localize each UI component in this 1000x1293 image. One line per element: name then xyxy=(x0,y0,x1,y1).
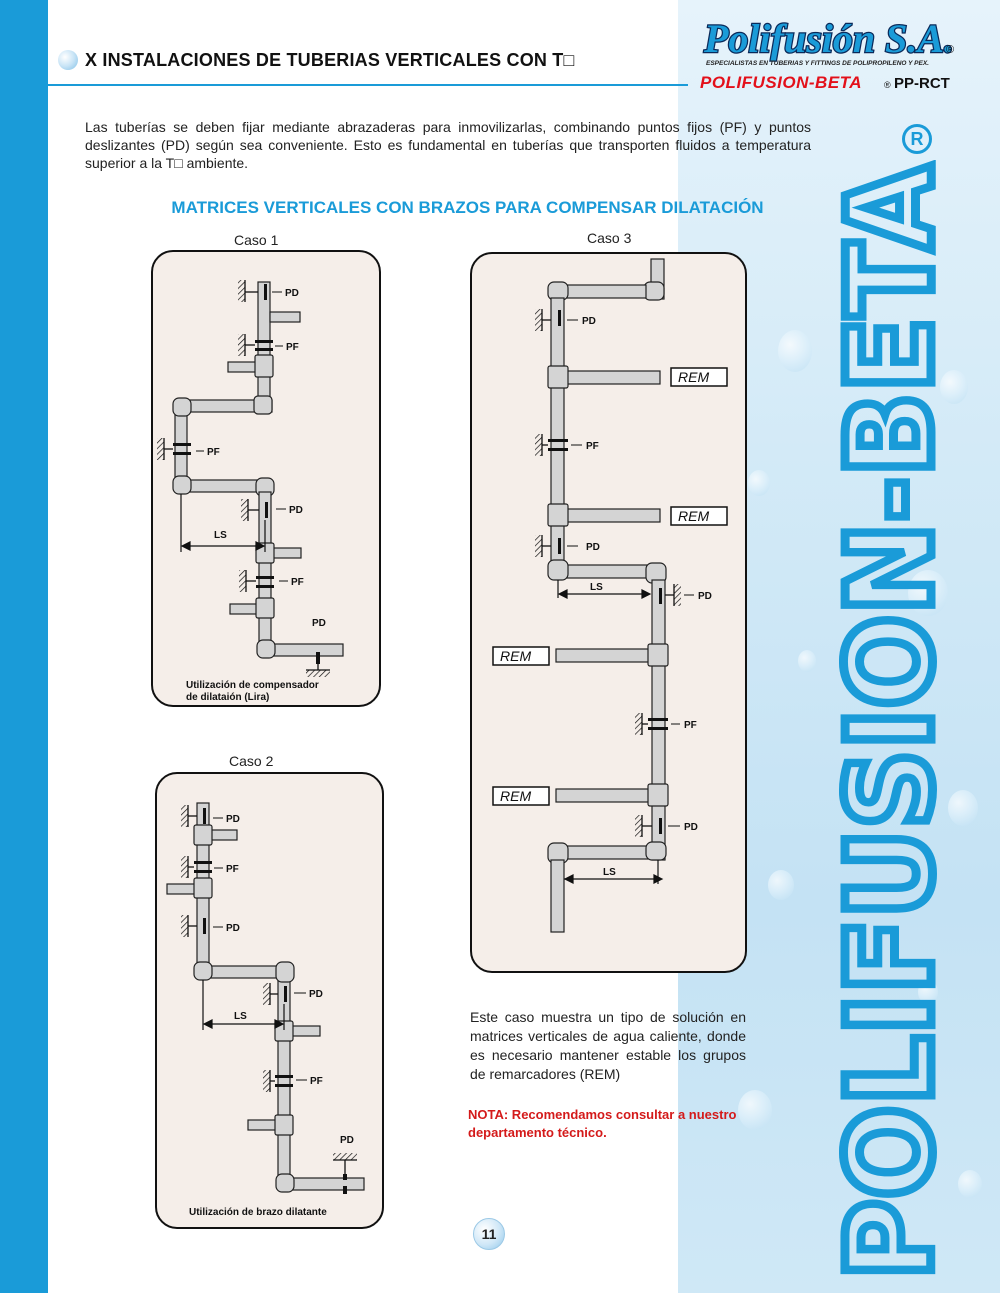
vertical-registered-icon: R xyxy=(902,124,932,154)
case3-clamps xyxy=(548,310,668,834)
rem-label: REM xyxy=(678,369,709,385)
water-drop xyxy=(768,870,794,900)
section-title: X INSTALACIONES DE TUBERIAS VERTICALES C… xyxy=(85,50,575,70)
case2-label-pf: PF xyxy=(226,864,239,875)
technical-note: NOTA: Recomendamos consultar a nuestro d… xyxy=(468,1107,737,1140)
vertical-brand-watermark: POLIFUSION-BETA xyxy=(839,161,949,1281)
case3-label-pd: PD xyxy=(582,316,596,327)
case1-label-ls: LS xyxy=(214,530,227,541)
case1-annotations: PD PF PF PD PF PD LS Utilización de comp… xyxy=(186,288,326,703)
water-drop xyxy=(798,650,816,672)
logo-product-line: POLIFUSION-BETA xyxy=(700,73,863,92)
case2-supports xyxy=(181,805,357,1174)
case2-caption: Utilización de brazo dilatante xyxy=(189,1207,327,1218)
case3-label-pd: PD xyxy=(684,822,698,833)
case3-label-pd: PD xyxy=(698,591,712,602)
water-drop xyxy=(778,330,812,372)
case1-label-pd: PD xyxy=(289,505,303,516)
case3-label-pf: PF xyxy=(684,720,697,731)
case3-label-pd: PD xyxy=(586,542,600,553)
vertical-brand-text: POLIFUSION-BETA xyxy=(839,165,949,1280)
logo-tagline: ESPECIALISTAS EN TUBERIAS Y FITTINGS DE … xyxy=(706,60,929,67)
case1-label-pd: PD xyxy=(312,618,326,629)
case3-annotations: PD PF PD PD PF PD LS LS xyxy=(567,316,712,878)
case2-label-pd: PD xyxy=(226,814,240,825)
case3-rem-boxes xyxy=(492,367,728,806)
polifusion-logo: Polifusión S.A. xyxy=(702,15,955,62)
logo-product-suffix: PP-RCT xyxy=(894,75,950,92)
case3-description: Este caso muestra un tipo de solución en… xyxy=(470,1009,746,1082)
logo-brand-outline: Polifusión S.A. xyxy=(703,16,954,61)
page-number: 11 xyxy=(473,1218,505,1250)
case3-supports xyxy=(535,309,681,837)
case3-dimensions xyxy=(557,580,664,884)
case3-label-ls: LS xyxy=(590,582,603,593)
logo-registered-mark: ® xyxy=(946,44,955,56)
case1-pipes xyxy=(172,281,344,659)
case2-label-pd: PD xyxy=(226,923,240,934)
case2-label-pd: PD xyxy=(340,1135,354,1146)
rem-label: REM xyxy=(500,788,531,804)
case2-label-ls: LS xyxy=(234,1011,247,1022)
case1-clamps xyxy=(173,284,320,664)
logo-product-registered: ® xyxy=(884,80,891,90)
case2-label-pd: PD xyxy=(309,989,323,1000)
case3-pipes xyxy=(547,258,669,933)
case1-caption-line2: de dilataión (Lira) xyxy=(186,692,269,703)
case3-label-ls: LS xyxy=(603,867,616,878)
case1-label-pd: PD xyxy=(285,288,299,299)
case2-pipes xyxy=(166,802,365,1193)
case2-clamps xyxy=(194,808,347,1194)
case1-label: Caso 1 xyxy=(234,232,279,248)
case1-label-pf: PF xyxy=(207,447,220,458)
water-drop xyxy=(940,370,968,404)
case3-label-pf: PF xyxy=(586,441,599,452)
water-drop xyxy=(748,470,770,496)
section-bullet-icon xyxy=(58,50,78,70)
water-drop xyxy=(738,1090,772,1130)
water-drop xyxy=(958,1170,982,1198)
case1-supports xyxy=(157,280,330,677)
case1-dimension xyxy=(180,494,266,552)
case2-label-pf: PF xyxy=(310,1076,323,1087)
case2-dimension xyxy=(202,980,285,1030)
intro-paragraph: Las tuberías se deben fijar mediante abr… xyxy=(85,119,811,171)
case2-label: Caso 2 xyxy=(229,753,274,769)
case1-label-pf: PF xyxy=(286,342,299,353)
case1-label-pf: PF xyxy=(291,577,304,588)
rem-label: REM xyxy=(678,508,709,524)
case3-rem-labels: REM REM REM REM xyxy=(500,369,709,804)
header-divider xyxy=(48,84,688,86)
case1-caption-line1: Utilización de compensador xyxy=(186,680,319,691)
water-drop xyxy=(948,790,978,826)
left-accent-bar xyxy=(0,0,48,1293)
matrices-heading: MATRICES VERTICALES CON BRAZOS PARA COMP… xyxy=(171,198,764,217)
rem-label: REM xyxy=(500,648,531,664)
case2-annotations: PD PF PD PD PF PD LS Utilización de braz… xyxy=(189,814,354,1218)
water-drop xyxy=(908,570,948,616)
water-drop xyxy=(918,980,938,1004)
case3-label: Caso 3 xyxy=(587,230,632,246)
